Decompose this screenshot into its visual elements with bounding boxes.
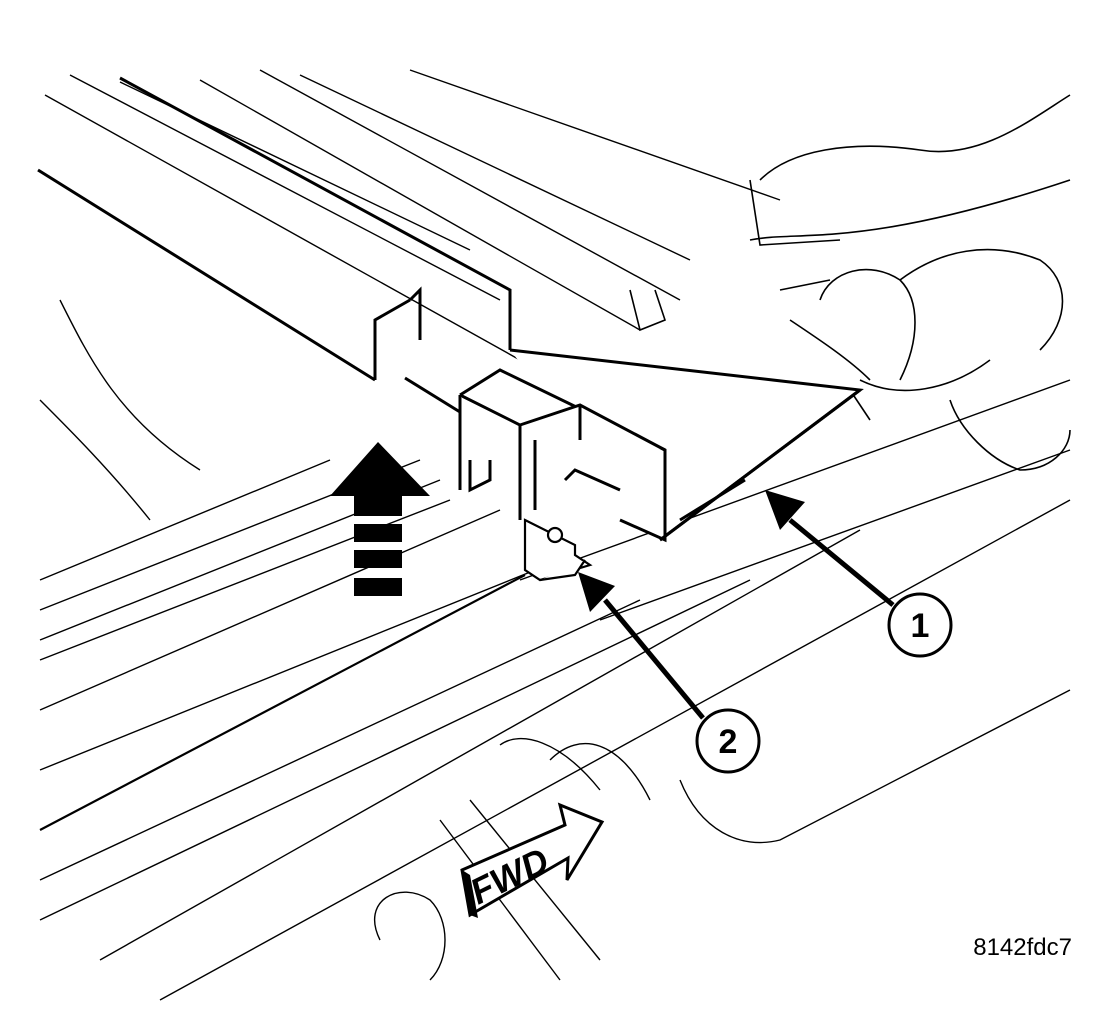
callout-2: 2 <box>695 708 761 774</box>
svg-text:1: 1 <box>911 607 930 645</box>
seat-rail-back <box>37 76 512 414</box>
up-direction-arrow-icon <box>330 442 430 596</box>
floor-lines <box>39 69 1071 1001</box>
svg-text:2: 2 <box>719 723 738 761</box>
retaining-tab <box>39 518 593 831</box>
callout-1: 1 <box>887 592 953 658</box>
leader-arrows <box>578 490 895 720</box>
latch-cover <box>458 348 864 543</box>
seat-cushion <box>629 94 1071 471</box>
figure-id-code: 8142fdc7 <box>973 934 1072 961</box>
screw-hole-icon <box>546 526 564 544</box>
